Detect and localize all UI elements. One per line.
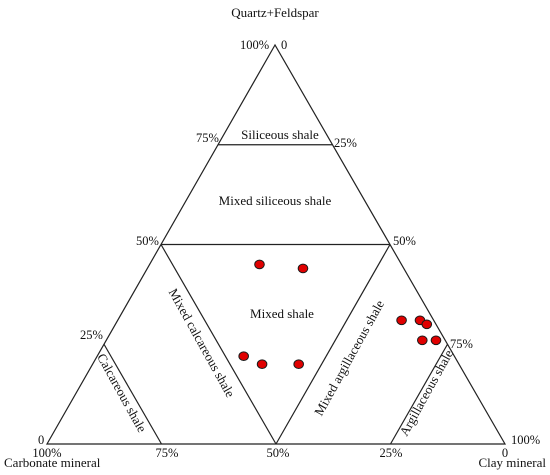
tick-label-right-75: 75% <box>450 337 473 351</box>
data-points <box>238 259 442 370</box>
apex-label-top: Quartz+Feldspar <box>231 5 319 20</box>
region-label-siliceous: Siliceous shale <box>241 127 319 142</box>
data-point <box>238 351 249 362</box>
region-label-mixed: Mixed shale <box>250 306 314 321</box>
tick-label-right-25: 25% <box>334 136 357 150</box>
data-point <box>293 359 305 370</box>
boundary-line-mixed-argillaceous <box>275 244 391 445</box>
tick-label-base-0: 0 <box>502 446 508 460</box>
data-point <box>417 335 428 346</box>
tick-label-right-50: 50% <box>393 234 416 248</box>
data-point <box>421 319 433 330</box>
region-label-mixed-calcareous: Mixed calcareous shale <box>166 286 238 400</box>
boundary-line-mixed-calcareous <box>160 244 277 445</box>
boundary-line-calcareous <box>103 343 163 445</box>
data-point <box>430 335 442 346</box>
tick-label-base-75: 75% <box>156 446 179 460</box>
data-point <box>254 259 265 270</box>
tick-label-top-100: 100% <box>240 38 269 52</box>
tick-label-top-0: 0 <box>281 38 287 52</box>
data-point <box>297 263 309 274</box>
region-label-argillaceous: Argillaceous shale <box>396 347 456 439</box>
tick-label-left-0: 0 <box>38 433 44 447</box>
tick-label-right-100: 100% <box>511 433 540 447</box>
apex-label-bottom-right: Clay mineral <box>478 455 546 470</box>
tick-label-left-75: 75% <box>196 131 219 145</box>
tick-label-left-25: 25% <box>80 328 103 342</box>
tick-label-base-50: 50% <box>267 446 290 460</box>
data-point <box>396 315 407 326</box>
apex-label-bottom-left: Carbonate mineral <box>4 455 101 470</box>
tick-label-base-100: 100% <box>32 446 61 460</box>
boundary-line-argillaceous <box>389 343 449 445</box>
region-label-mixed-siliceous: Mixed siliceous shale <box>219 193 332 208</box>
tick-label-base-25: 25% <box>380 446 403 460</box>
tick-label-left-50: 50% <box>136 234 159 248</box>
data-point <box>256 359 268 370</box>
region-label-calcareous: Calcareous shale <box>94 351 150 435</box>
